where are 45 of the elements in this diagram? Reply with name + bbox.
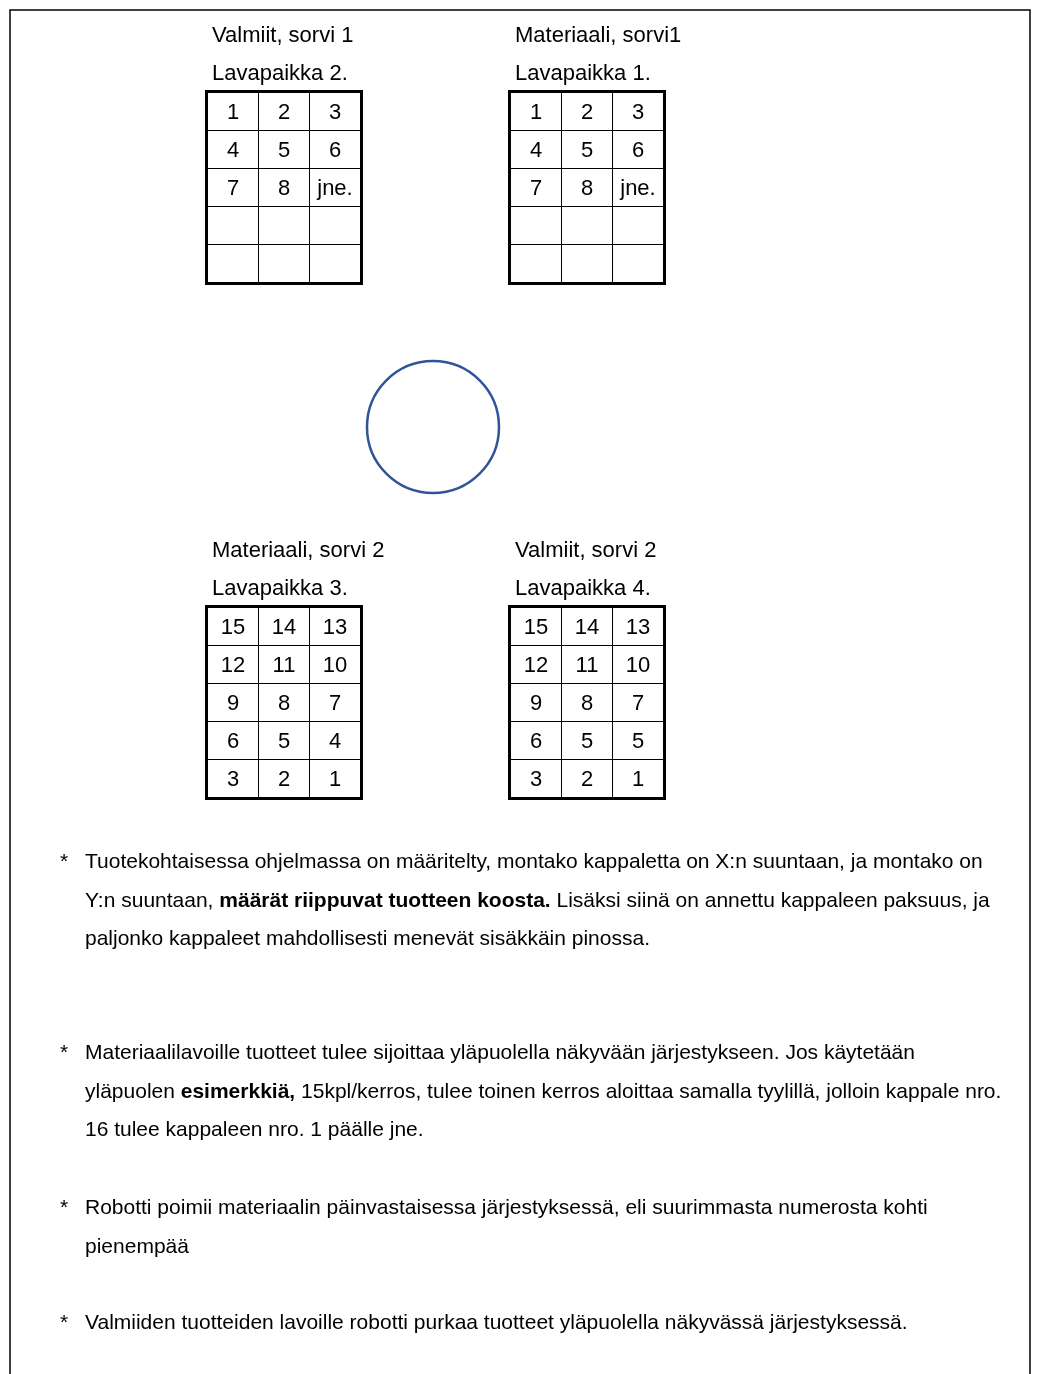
- position-number: 4: [206, 130, 259, 169]
- position-number: 1: [509, 91, 562, 131]
- position-number: 9: [206, 683, 259, 722]
- position-number: 12: [206, 645, 259, 684]
- table-heading: Materiaali, sorvi 2: [212, 537, 385, 563]
- note-paragraph: Robotti poimii materiaalin päinvastaisessa järjestyksessä, eli suurimmasta numerosta kohti pienempää: [85, 1194, 929, 1259]
- position-number: 8: [561, 168, 613, 207]
- position-number: 5: [258, 721, 310, 760]
- position-number: 15: [509, 606, 562, 646]
- bullet-asterisk: *: [60, 1309, 69, 1335]
- position-number: 9: [509, 683, 562, 722]
- note-paragraph: Materiaalilavoille tuotteet tulee sijoittaa yläpuolella näkyvään järjestykseen. Jos käytetään yläpuolen esimerkkiä, 15kpl/kerros, tulee toinen kerros aloittaa samalla tyylillä, jolloin kappale nro. 16 tulee kappaleen nro. 1 päälle jne.: [85, 1039, 1003, 1142]
- position-number: 12: [509, 645, 562, 684]
- bullet-asterisk: *: [60, 848, 69, 874]
- bullet-asterisk: *: [60, 1039, 69, 1065]
- position-number: 4: [509, 130, 562, 169]
- position-number: 5: [258, 130, 310, 169]
- position-number: 14: [561, 606, 613, 646]
- table-heading: Valmiit, sorvi 1: [212, 22, 354, 48]
- position-number: 6: [509, 721, 562, 760]
- circle-node: [367, 361, 499, 493]
- table-heading: Lavapaikka 1.: [515, 60, 651, 86]
- position-number: 1: [206, 91, 259, 131]
- position-number: 5: [561, 130, 613, 169]
- position-number: 8: [561, 683, 613, 722]
- position-number: 2: [561, 91, 613, 131]
- position-number: 15: [206, 606, 259, 646]
- position-number: 8: [258, 683, 310, 722]
- position-number: 11: [258, 645, 310, 684]
- table-heading: Lavapaikka 3.: [212, 575, 348, 601]
- table-heading: Lavapaikka 4.: [515, 575, 651, 601]
- position-number: 11: [561, 645, 613, 684]
- position-number: 6: [206, 721, 259, 760]
- note-paragraph: Tuotekohtaisessa ohjelmassa on määritelty, montako kappaletta on X:n suuntaan, ja montako on Y:n suuntaan, määrät riippuvat tuotteen koosta. Lisäksi siinä on annettu kappaleen paksuus, ja paljonko kappaleet mahdollisesti menevät sisäkkäin pinossa.: [85, 848, 991, 951]
- position-number: 14: [258, 606, 310, 646]
- table-heading: Lavapaikka 2.: [212, 60, 348, 86]
- position-number: 5: [561, 721, 613, 760]
- note-paragraph: Valmiiden tuotteiden lavoille robotti purkaa tuotteet yläpuolella näkyvässä järjestyksessä.: [85, 1309, 909, 1335]
- position-number: 7: [206, 168, 259, 207]
- position-number: 2: [258, 91, 310, 131]
- position-number: 8: [258, 168, 310, 207]
- table-heading: Valmiit, sorvi 2: [515, 537, 657, 563]
- table-heading: Materiaali, sorvi1: [515, 22, 682, 48]
- position-number: 7: [509, 168, 562, 207]
- bullet-asterisk: *: [60, 1194, 69, 1220]
